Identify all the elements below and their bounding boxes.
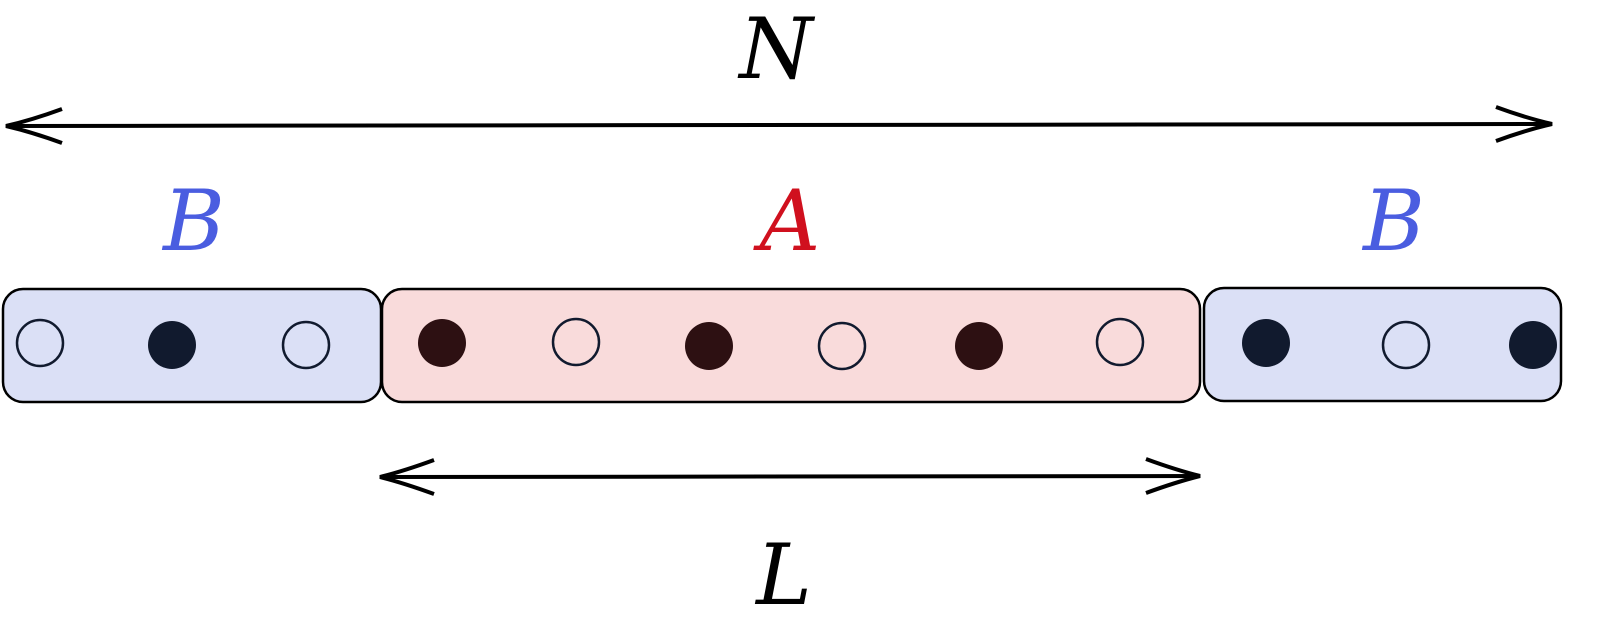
occupied-site-b [1509, 321, 1557, 369]
label-l: L [754, 526, 812, 624]
subsystem-length-arrow [379, 457, 1201, 496]
lattice-sites [15, 317, 1557, 371]
empty-site-a [817, 321, 867, 371]
occupied-site-a [685, 322, 733, 370]
occupied-site-a [955, 322, 1003, 370]
empty-site-a [551, 317, 601, 367]
label-n: N [737, 0, 815, 98]
system-size-arrow [5, 105, 1553, 145]
occupied-site-b [1242, 319, 1290, 367]
empty-site-b [1381, 320, 1431, 370]
empty-site-b [15, 318, 65, 368]
empty-site-b [281, 320, 331, 370]
label-a: A [753, 172, 821, 270]
occupied-site-b [148, 321, 196, 369]
region-a-box [380, 287, 1202, 404]
occupied-site-a [418, 319, 466, 367]
empty-site-a [1095, 317, 1145, 367]
label-b-left: B [161, 172, 225, 270]
label-b-right: B [1361, 172, 1425, 270]
